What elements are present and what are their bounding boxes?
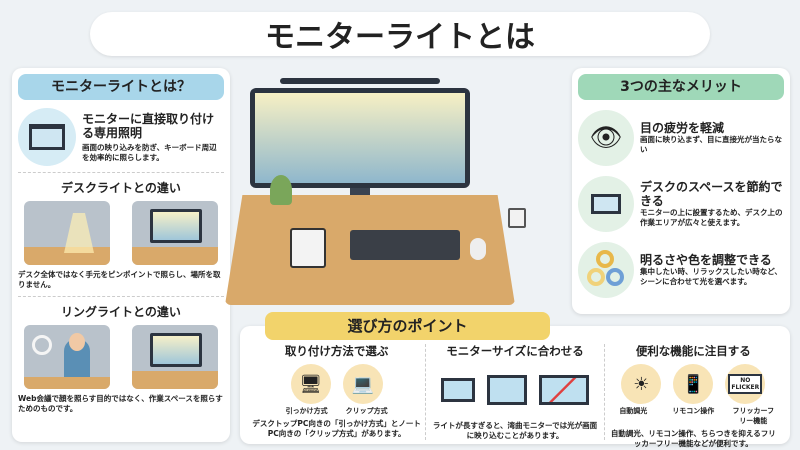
choosing-card: 選び方のポイント 取り付け方法で選ぶ 🖥 💻 引っかけ方式 クリップ方式 デスクトッ… bbox=[240, 312, 790, 448]
hero-illustration bbox=[225, 78, 560, 310]
eye-shield-icon: 👁 bbox=[578, 110, 634, 166]
no-flicker-icon: NO FLICKER bbox=[725, 364, 766, 404]
ring-light-desc: Web会議で顔を照らす目的ではなく、作業スペースを照らすためのものです。 bbox=[18, 394, 223, 413]
monitor-light-desk-image bbox=[132, 201, 218, 265]
keyboard bbox=[350, 230, 460, 260]
plant bbox=[270, 175, 292, 205]
merit-title: 明るさや色を調整できる bbox=[640, 253, 772, 267]
mount-method-column: 取り付け方法で選ぶ 🖥 💻 引っかけ方式 クリップ方式 デスクトップPC向きの「引っ… bbox=[248, 344, 427, 440]
label: フリッカーフリー機能 bbox=[732, 407, 775, 425]
desk-light-title: デスクライトとの違い bbox=[18, 172, 224, 196]
column-title: モニターサイズに合わせる bbox=[446, 344, 584, 358]
what-is-card: モニターライトとは？ モニターに直接取り付ける専用照明 画面の映り込みを防ぎ、キ… bbox=[12, 68, 230, 442]
intro-desc: 画面の映り込みを防ぎ、キーボード周辺を効率的に照らします。 bbox=[82, 142, 217, 162]
color-adjust-icon bbox=[578, 242, 634, 298]
merit-title: 目の疲労を軽減 bbox=[640, 121, 725, 135]
merit-desc: 画面に映り込まず、目に直接光が当たらない bbox=[640, 135, 782, 154]
medium-monitor-icon bbox=[486, 375, 527, 405]
column-title: 便利な機能に注目する bbox=[635, 344, 751, 358]
merit-desc: 集中したい時、リラックスしたい時など、シーンに合わせて光を選べます。 bbox=[640, 267, 782, 286]
column-desc: デスクトップPC向きの「引っかけ方式」とノートPC向きの「クリップ方式」がありま… bbox=[252, 419, 421, 438]
notebook bbox=[290, 228, 326, 268]
small-monitor-icon bbox=[440, 378, 475, 402]
clip-mount-icon: 💻 bbox=[342, 364, 383, 404]
label: 自動調光 bbox=[619, 407, 648, 415]
no-flicker-text: NO FLICKER bbox=[728, 374, 763, 394]
what-is-header: モニターライトとは？ bbox=[18, 74, 224, 100]
features-column: 便利な機能に注目する ☀ 📱 NO FLICKER 自動調光 リモコン操作 フリッカーフ… bbox=[605, 344, 782, 448]
column-title: 取り付け方法で選ぶ bbox=[284, 344, 389, 358]
choosing-header: 選び方のポイント bbox=[265, 312, 550, 340]
merit-desc: モニターの上に設置するため、デスク上の作業エリアが広々と使えます。 bbox=[640, 208, 783, 227]
label: リモコン操作 bbox=[672, 407, 715, 415]
label: 引っかけ方式 bbox=[285, 407, 328, 415]
intro-title: モニターに直接取り付ける専用照明 bbox=[82, 111, 215, 140]
merits-header: 3つの主なメリット bbox=[578, 74, 784, 100]
light-bar bbox=[280, 78, 440, 84]
hook-mount-icon: 🖥 bbox=[290, 364, 331, 404]
monitor-light-icon bbox=[18, 108, 76, 166]
column-desc: ライトが長すぎると、湾曲モニターでは光が画面に映り込むことがあります。 bbox=[432, 421, 598, 440]
monitor-light-desk-image-2 bbox=[132, 325, 218, 389]
merits-card: 3つの主なメリット 👁 目の疲労を軽減画面に映り込まず、目に直接光が当たらない … bbox=[572, 68, 790, 314]
ring-light-title: リングライトとの違い bbox=[18, 296, 224, 320]
auto-dimming-icon: ☀ bbox=[621, 364, 662, 404]
mouse bbox=[470, 238, 486, 260]
mug bbox=[508, 208, 526, 228]
desk-lamp-image bbox=[24, 201, 110, 265]
monitor-size-column: モニターサイズに合わせる ライトが長すぎると、湾曲モニターでは光が画面に映り込む… bbox=[426, 344, 605, 440]
label: クリップ方式 bbox=[345, 407, 388, 415]
desk-light-desc: デスク全体ではなく手元をピンポイントで照らし、場所を取りません。 bbox=[18, 270, 221, 289]
column-desc: 自動調光、リモコン操作、ちらつきを抑えるフリッカーフリー機能などが便利です。 bbox=[610, 429, 776, 448]
ring-light-image bbox=[24, 325, 110, 389]
desk-monitor-icon bbox=[578, 176, 634, 232]
page-title: モニターライトとは bbox=[90, 12, 710, 56]
remote-control-icon: 📱 bbox=[673, 364, 714, 404]
curved-monitor-crossed-icon bbox=[538, 375, 589, 405]
merit-title: デスクのスペースを節約できる bbox=[640, 180, 783, 208]
